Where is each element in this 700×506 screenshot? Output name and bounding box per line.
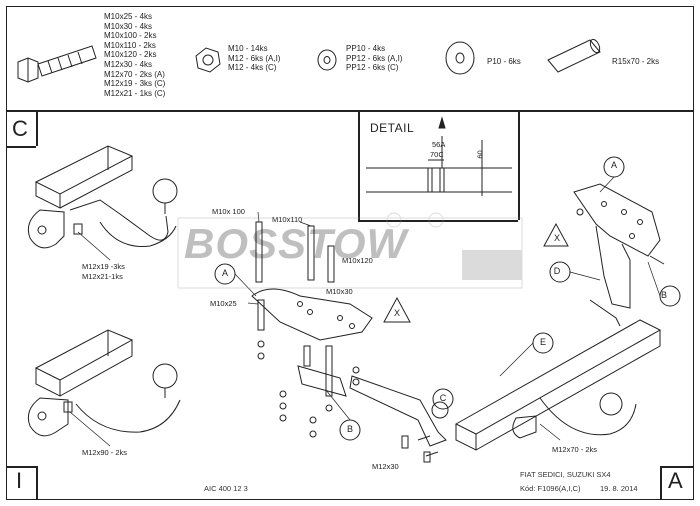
corner-c-bottom <box>6 146 36 148</box>
bolt-item: M10x25 - 4ks <box>104 12 153 21</box>
nut-item: M12 - 6ks (A,I) <box>228 53 281 63</box>
callout-a-center: A <box>221 268 228 278</box>
bolt-item: M12x70 - 2ks (A) <box>104 69 165 79</box>
bolt-item: M10x110 - 2ks <box>104 40 156 50</box>
washers-list: PP10 - 4ks PP12 - 6ks (A,I) PP12 - 6ks (… <box>346 44 402 73</box>
bolt-item: M10x30 - 4ks <box>104 21 153 31</box>
center-lower-bracket <box>297 365 447 447</box>
detail-left-border <box>358 110 360 220</box>
nut-icon <box>195 47 221 73</box>
callout-shapes <box>214 156 681 441</box>
bolt-icon <box>17 45 97 83</box>
detail-dim-70: 70C <box>430 150 444 159</box>
label-top-hitch-bolt-a: M12x19 -3ks <box>82 262 125 271</box>
spacer-icon <box>547 38 601 73</box>
label-m10x110: M10x110 <box>272 215 303 224</box>
footer-code-left: AIC 400 12 3 <box>204 484 248 493</box>
nuts-list: M10 - 14ks M12 - 6ks (A,I) M12 - 4ks (C) <box>228 44 280 73</box>
bottom-left-hitch-drawing <box>27 329 181 437</box>
corner-a-top <box>660 466 694 468</box>
watermark-sub: bars <box>476 256 506 272</box>
footer-divider <box>6 466 36 468</box>
callout-d: D <box>553 266 561 276</box>
label-m10x25: M10x25 <box>210 299 237 308</box>
bolt-item: M12x21 - 1ks (C) <box>104 88 166 98</box>
drawing-frame <box>6 6 694 500</box>
spacer-label: R15x70 - 2ks <box>612 57 660 66</box>
watermark-brand: BOSSTOW <box>184 220 408 267</box>
detail-dim-56: 56A <box>432 140 446 149</box>
footer-date: 19. 8. 2014 <box>600 484 638 493</box>
corner-letter-c: C <box>12 116 28 141</box>
washer-item: PP12 - 6ks (C) <box>346 63 399 73</box>
label-bottom-hitch-bolt: M12x90 - 2ks <box>82 448 128 457</box>
corner-letter-a: A <box>668 468 683 493</box>
detail-right-border <box>518 110 520 220</box>
bolt-item: M12x19 - 3ks (C) <box>104 79 166 89</box>
right-bracket-drawing <box>573 183 665 309</box>
bolt-item: M10x120 - 2ks <box>104 50 157 60</box>
main-crossbar-drawing <box>401 299 662 463</box>
watermark-panel <box>177 212 523 289</box>
label-m10x30: M10x30 <box>326 287 353 296</box>
left-column-divider <box>36 110 38 146</box>
top-left-hitch-drawing <box>27 145 178 249</box>
bolt-item: M12x30 - 4ks <box>104 59 153 69</box>
washer-icon <box>317 49 337 71</box>
corner-i-right <box>36 466 38 500</box>
label-m10x100: M10x 100 <box>212 207 245 216</box>
center-bolts-drawing <box>255 221 360 438</box>
header-divider <box>6 110 694 112</box>
flat-washer-icon <box>445 41 475 75</box>
callout-b-right: B <box>660 290 667 300</box>
washer-item: PP10 - 4ks <box>346 44 386 53</box>
washer-item: PP12 - 6ks (A,I) <box>346 53 403 63</box>
callout-x-center: X <box>393 308 400 318</box>
nut-item: M12 - 4ks (C) <box>228 63 277 73</box>
callout-a-top-right: A <box>610 160 617 170</box>
callout-b-center: B <box>346 424 353 434</box>
label-m10x120: M10x120 <box>342 256 373 265</box>
center-bracket-plate <box>251 288 373 341</box>
callout-e: E <box>539 337 546 347</box>
detail-bottom-border <box>358 220 518 222</box>
callout-x-right: X <box>553 233 560 243</box>
footer-vehicle: FIAT SEDICI, SUZUKI SX4 <box>520 470 611 479</box>
nut-item: M10 - 14ks <box>228 44 268 53</box>
detail-title: DETAIL <box>370 121 415 135</box>
corner-letter-i: I <box>16 468 23 493</box>
corner-a-left <box>660 466 662 500</box>
leader-lines <box>69 176 661 447</box>
label-top-hitch-bolt-b: M12x21-1ks <box>82 272 123 281</box>
detail-drawing <box>366 116 512 196</box>
label-m12x70: M12x70 - 2ks <box>552 445 598 454</box>
bolts-list: M10x25 - 4ks M10x30 - 4ks M10x100 - 2ks … <box>104 12 165 98</box>
label-m12x30: M12x30 <box>372 462 399 471</box>
footer-kod: Kód: F1096(A,I,C) <box>520 484 581 493</box>
flat-washer-label: P10 - 6ks <box>487 57 521 66</box>
bolt-item: M10x100 - 2ks <box>104 31 157 41</box>
callout-c-center: C <box>439 393 447 403</box>
